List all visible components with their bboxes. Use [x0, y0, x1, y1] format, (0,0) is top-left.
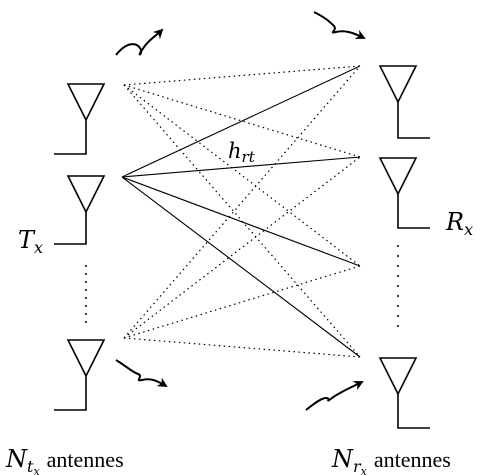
signal-wave-arrow-icon — [115, 359, 168, 388]
signal-wave-arrow-icon — [115, 28, 164, 56]
antenna-icon — [54, 339, 106, 411]
antenna-icon — [378, 65, 430, 139]
channel-label: hrt — [228, 139, 256, 166]
dotted-links-tx-top — [123, 65, 361, 358]
signal-wave-arrow-icon — [313, 11, 366, 39]
antenna-icon — [378, 357, 430, 429]
rx-vertical-ellipsis — [397, 245, 399, 327]
antenna-icon — [54, 83, 106, 155]
antenna-icon — [54, 175, 106, 245]
solid-links-tx-middle — [121, 65, 361, 358]
tx-vertical-ellipsis — [85, 265, 87, 323]
tx-label: Tx — [18, 226, 43, 257]
dotted-links-tx-bottom — [123, 65, 361, 358]
signal-wave-arrow-icon — [305, 381, 364, 411]
antenna-icon — [378, 157, 430, 229]
rx-label: Rx — [445, 208, 473, 239]
